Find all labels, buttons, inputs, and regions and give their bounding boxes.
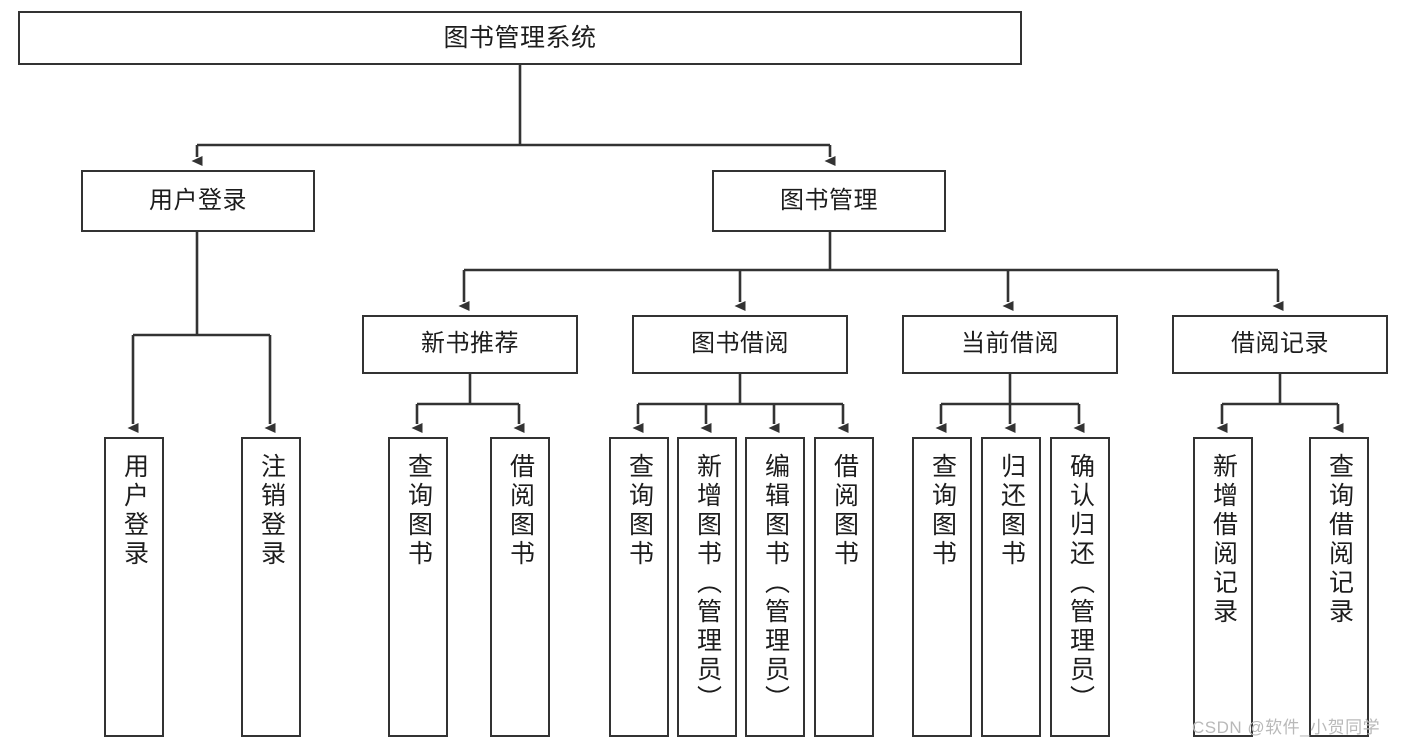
node-label: 新增图书（管理员） <box>693 453 722 714</box>
node-label: 查询图书 <box>625 453 654 569</box>
node-new-book-recommend[interactable]: 新书推荐 <box>362 315 578 374</box>
node-book-management[interactable]: 图书管理 <box>712 170 946 232</box>
watermark-text: CSDN @软件_小贺同学 <box>1192 718 1381 737</box>
node-label: 当前借阅 <box>961 330 1059 358</box>
node-label: 归还图书 <box>997 453 1026 569</box>
node-user-login[interactable]: 用户登录 <box>81 170 315 232</box>
node-label: 图书借阅 <box>691 330 789 358</box>
node-book-borrow[interactable]: 图书借阅 <box>632 315 848 374</box>
leaf-query-book-borrow[interactable]: 查询图书 <box>609 437 669 737</box>
node-label: 注销登录 <box>257 453 286 569</box>
leaf-return-book[interactable]: 归还图书 <box>981 437 1041 737</box>
leaf-borrow-book-new[interactable]: 借阅图书 <box>490 437 550 737</box>
node-label: 用户登录 <box>120 453 149 569</box>
node-label: 图书管理 <box>780 186 878 214</box>
leaf-user-login[interactable]: 用户登录 <box>104 437 164 737</box>
leaf-add-book-admin[interactable]: 新增图书（管理员） <box>677 437 737 737</box>
node-label: 借阅记录 <box>1231 330 1329 358</box>
leaf-user-logout[interactable]: 注销登录 <box>241 437 301 737</box>
node-root-system[interactable]: 图书管理系统 <box>18 11 1022 65</box>
leaf-add-borrow-record[interactable]: 新增借阅记录 <box>1193 437 1253 737</box>
node-label: 查询图书 <box>404 453 433 569</box>
leaf-edit-book-admin[interactable]: 编辑图书（管理员） <box>745 437 805 737</box>
leaf-query-borrow-record[interactable]: 查询借阅记录 <box>1309 437 1369 737</box>
node-current-borrow[interactable]: 当前借阅 <box>902 315 1118 374</box>
node-label: 查询借阅记录 <box>1325 453 1354 627</box>
node-label: 确认归还（管理员） <box>1066 453 1095 714</box>
node-label: 新书推荐 <box>421 330 519 358</box>
node-label: 新增借阅记录 <box>1209 453 1238 627</box>
node-label: 图书管理系统 <box>443 24 597 52</box>
node-borrow-record[interactable]: 借阅记录 <box>1172 315 1388 374</box>
node-label: 借阅图书 <box>506 453 535 569</box>
leaf-query-book-new[interactable]: 查询图书 <box>388 437 448 737</box>
node-label: 编辑图书（管理员） <box>761 453 790 714</box>
node-label: 借阅图书 <box>830 453 859 569</box>
leaf-borrow-book[interactable]: 借阅图书 <box>814 437 874 737</box>
leaf-confirm-return-admin[interactable]: 确认归还（管理员） <box>1050 437 1110 737</box>
node-label: 查询图书 <box>928 453 957 569</box>
leaf-query-book-current[interactable]: 查询图书 <box>912 437 972 737</box>
node-label: 用户登录 <box>149 186 247 214</box>
